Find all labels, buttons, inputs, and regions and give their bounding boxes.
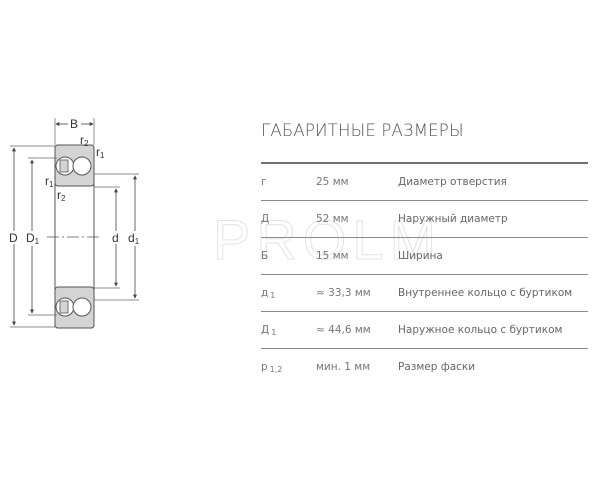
row-value: 52 мм — [316, 213, 349, 225]
row-description: Размер фаски — [398, 361, 476, 373]
row-value: 25 мм — [316, 176, 349, 188]
symbol-text: Б — [261, 250, 269, 262]
row-value: ≈ 33,3 мм — [316, 287, 371, 299]
table-top-rule — [261, 162, 588, 164]
label-r1-left-sub: 1 — [49, 180, 54, 189]
table-row: г 25 мм Диаметр отверстия — [261, 164, 588, 201]
watermark: PROLM — [212, 208, 443, 271]
row-description: Наружный диаметр — [398, 213, 508, 225]
row-symbol: г — [261, 176, 269, 189]
label-r1-top-text: r — [96, 145, 100, 159]
symbol-sub: 1 — [271, 328, 277, 337]
row-value: ≈ 44,6 мм — [316, 324, 371, 336]
symbol-sub: 1,2 — [269, 365, 283, 374]
symbol-text: г — [261, 176, 267, 188]
label-r1-left: r1 — [45, 175, 53, 189]
label-r2-left: r2 — [57, 189, 65, 203]
label-B: B — [70, 117, 79, 131]
symbol-text: Д — [261, 213, 270, 225]
row-description: Ширина — [398, 250, 443, 262]
label-d1: d1 — [128, 232, 139, 246]
label-r2-top-sub: 2 — [84, 139, 89, 148]
label-d1-text: d — [128, 231, 135, 245]
label-D1-text: D — [26, 231, 35, 245]
label-r2-left-sub: 2 — [61, 194, 66, 203]
symbol-text: Д — [261, 324, 270, 336]
label-r2-left-text: r — [57, 188, 61, 202]
symbol-text: р — [261, 361, 268, 373]
row-description: Наружное кольцо с буртиком — [398, 324, 563, 336]
label-r1-top: r1 — [96, 146, 104, 160]
table-row: Д 52 мм Наружный диаметр — [261, 201, 588, 238]
label-r2-top-text: r — [80, 133, 84, 147]
label-D1: D1 — [26, 232, 39, 246]
table-row: Б 15 мм Ширина — [261, 238, 588, 275]
bearing-diagram: B r2 r1 r1 r2 D D1 d d1 — [0, 0, 160, 481]
row-description: Внутреннее кольцо с буртиком — [398, 287, 573, 299]
row-description: Диаметр отверстия — [398, 176, 507, 188]
label-r1-top-sub: 1 — [100, 151, 105, 160]
bearing-cross-section-drawing — [10, 118, 139, 329]
label-d1-sub: 1 — [134, 237, 140, 246]
label-D1-sub: 1 — [34, 237, 40, 246]
row-symbol: Б — [261, 250, 270, 263]
row-value: мин. 1 мм — [316, 361, 371, 373]
symbol-sub: 1 — [270, 291, 276, 300]
section-title: ГАБАРИТНЫЕ РАЗМЕРЫ — [261, 121, 464, 140]
row-symbol: Д — [261, 213, 271, 226]
label-d: d — [112, 231, 119, 245]
dimensions-table: г 25 мм Диаметр отверстия Д 52 мм Наружн… — [261, 162, 588, 385]
label-D: D — [9, 231, 18, 245]
label-r1-left-text: r — [45, 174, 49, 188]
label-r2-top: r2 — [80, 134, 88, 148]
symbol-text: д — [261, 287, 269, 299]
row-value: 15 мм — [316, 250, 349, 262]
